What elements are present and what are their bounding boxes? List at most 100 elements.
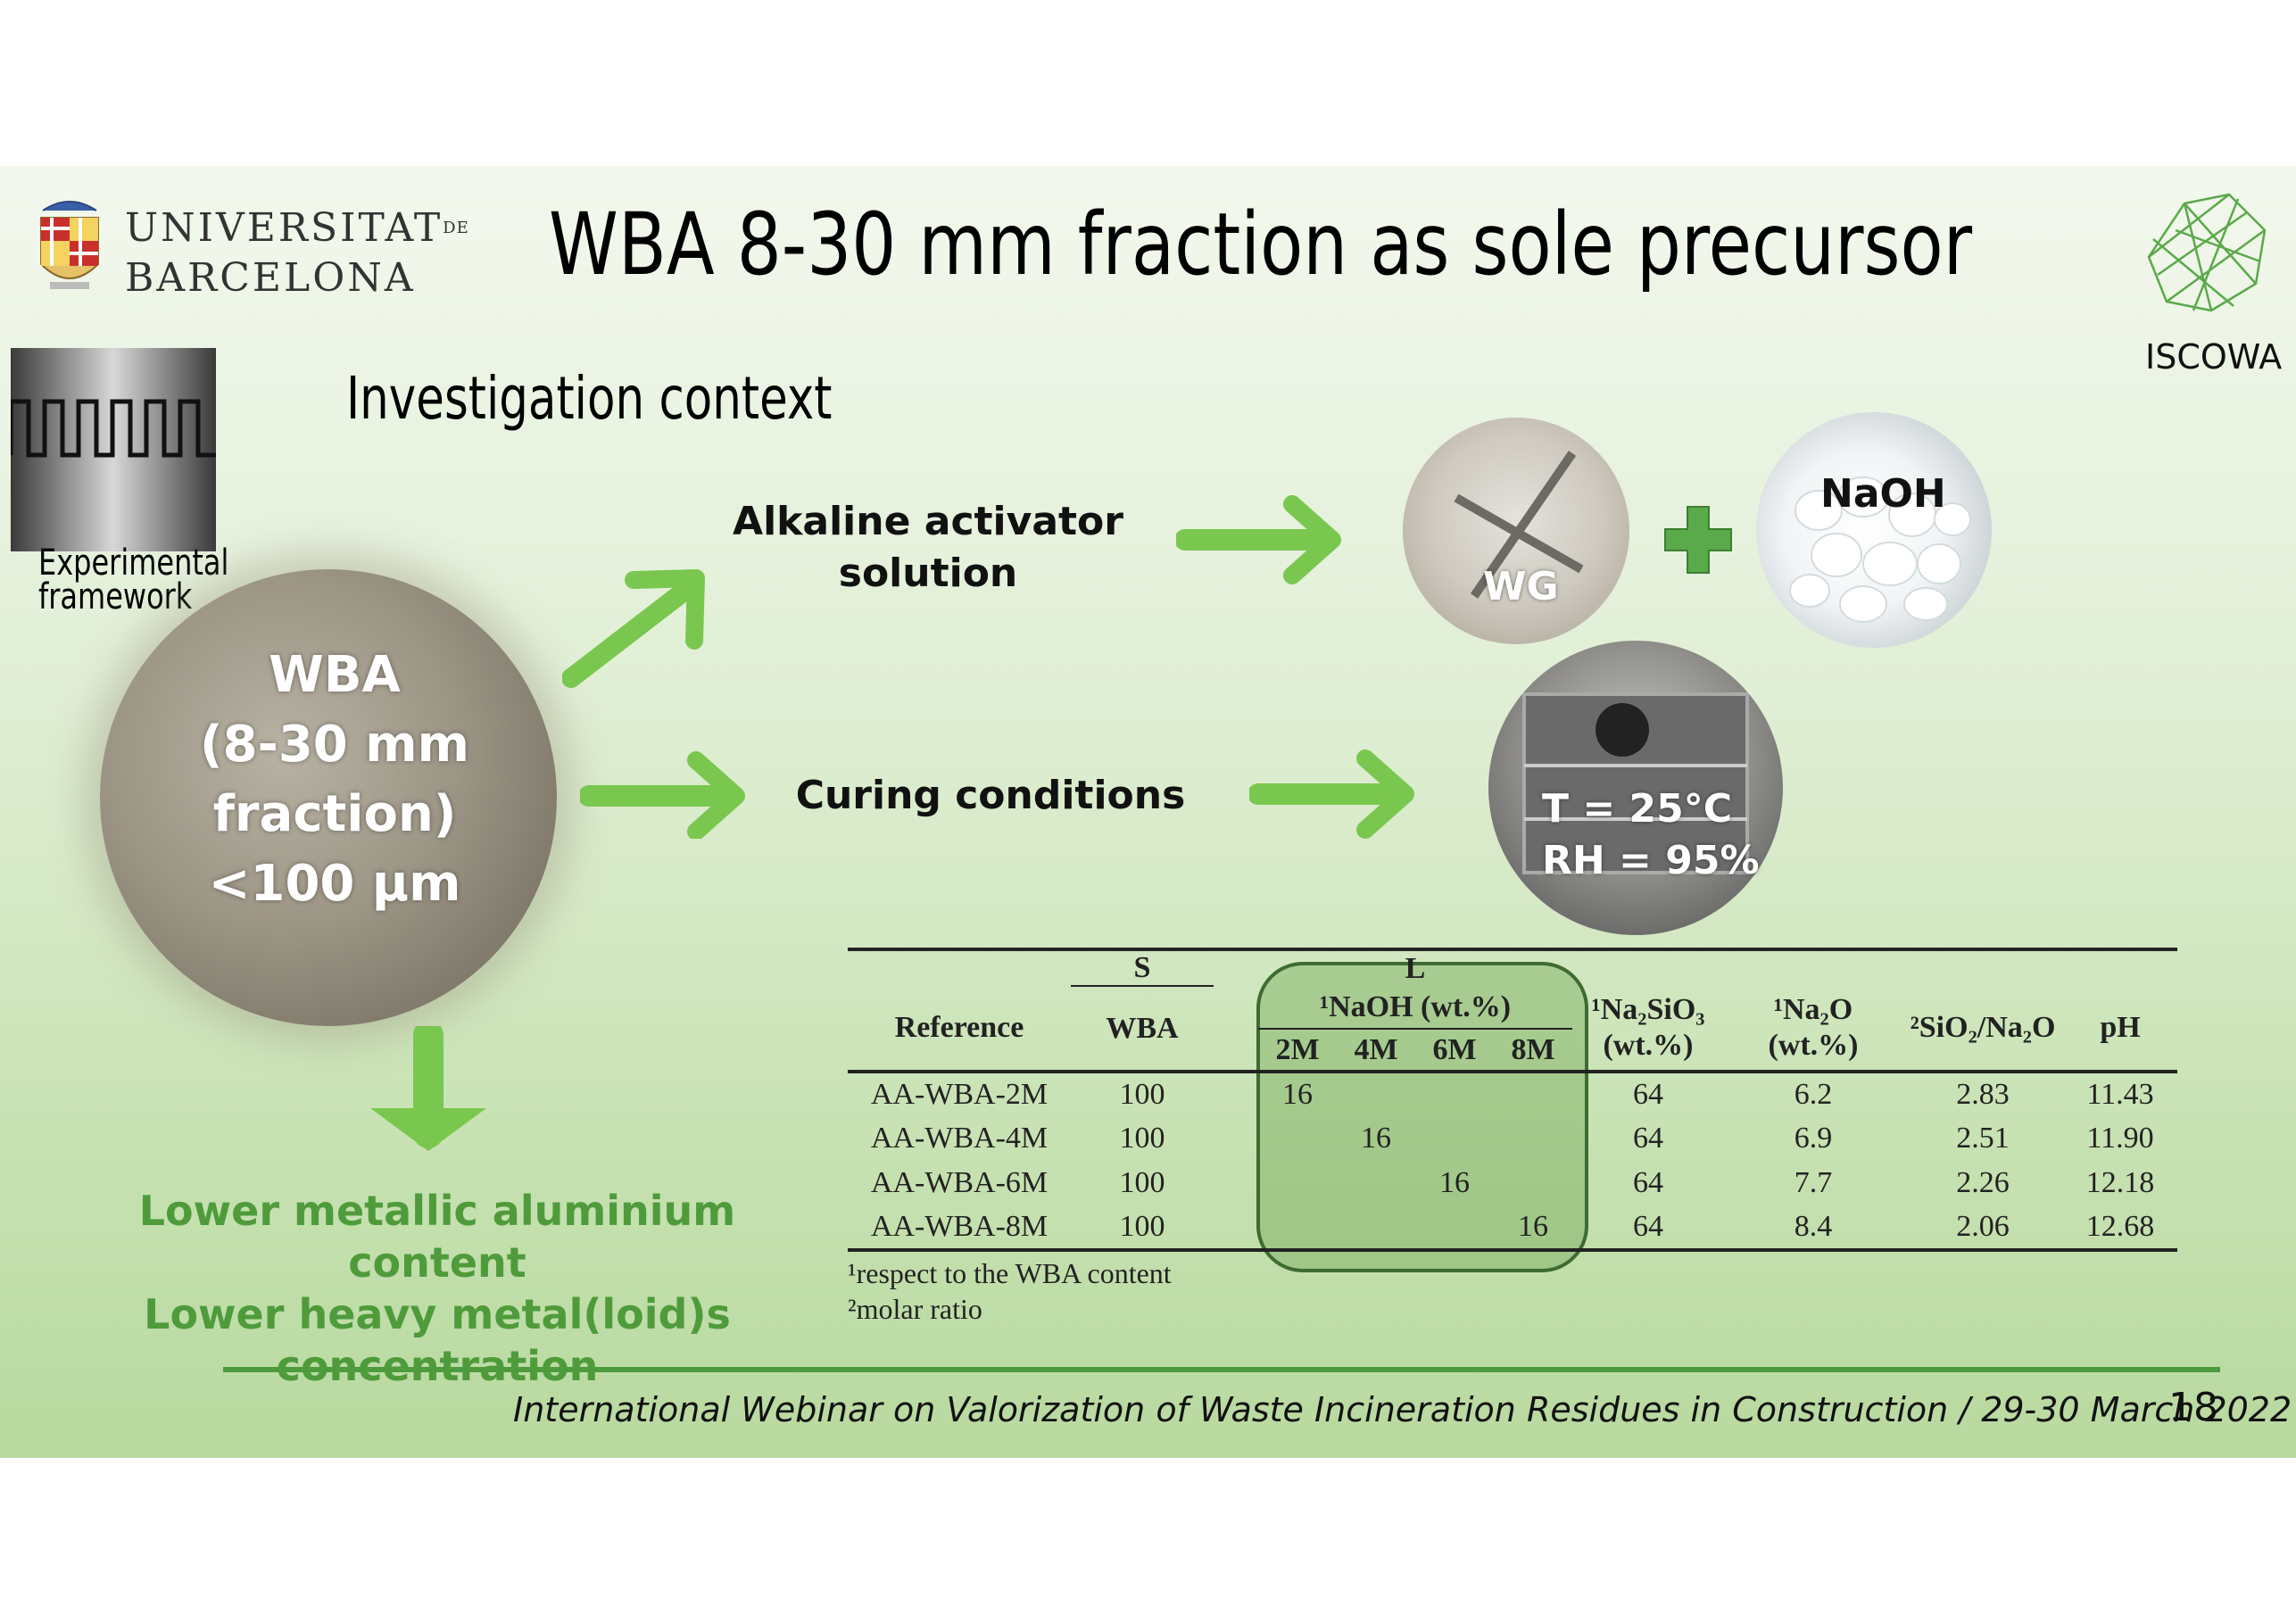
results-line1: Lower metallic aluminium content (138, 1187, 736, 1287)
experimental-line1: Experimental (38, 542, 229, 584)
cell-naoh-2m: 16 (1282, 1078, 1313, 1111)
arrow-diagonal-icon (562, 569, 705, 688)
cell-naoh-4m (1337, 1161, 1415, 1205)
cell-naoh-8m: 16 (1518, 1210, 1548, 1243)
alkaline-activator-label: Alkaline activator solution (705, 496, 1151, 600)
table-header-blank (848, 949, 1071, 986)
table-header-ph: pH (2100, 1011, 2141, 1044)
university-line1: UNIVERSITAT (125, 205, 443, 251)
oven-line2: RH = 95% (1542, 838, 1760, 883)
cell-naoh-8m (1494, 1161, 1572, 1205)
results-text: Lower metallic aluminium content Lower h… (71, 1185, 803, 1392)
naoh-pellets-image (1756, 412, 1992, 648)
table-header-na2o-line1: ¹Na₂O (1773, 993, 1853, 1026)
mix-design-table: S L Reference WBA ¹NaOH (wt.%) ¹Na₂SiO₃ … (848, 948, 2177, 1327)
table-header-s: S (1071, 949, 1214, 987)
curing-oven-image (1488, 641, 1783, 935)
cell-na2sio3: 64 (1633, 1210, 1663, 1243)
university-de: DE (443, 219, 469, 237)
cell-naoh-6m (1415, 1205, 1494, 1250)
table-header-2m: 2M (1275, 1032, 1320, 1066)
cell-na2o: 6.9 (1794, 1122, 1833, 1155)
cell-wba: 100 (1119, 1166, 1165, 1199)
cell-naoh-4m: 16 (1361, 1122, 1391, 1155)
plus-icon (1664, 506, 1732, 574)
table-header-naoh: ¹NaOH (wt.%) (1258, 986, 1572, 1030)
cell-naoh-6m: 16 (1439, 1166, 1470, 1199)
table-header-na2o-line2: (wt.%) (1768, 1029, 1859, 1062)
section-subtitle: Investigation context (346, 364, 833, 433)
table-header-na2sio3-line1: ¹Na₂SiO₃ (1591, 993, 1705, 1026)
table-row: AA-WBA-8M 100 16 64 8.4 2.06 12.68 (848, 1205, 2177, 1250)
cell-reference: AA-WBA-8M (870, 1210, 1049, 1243)
naoh-label: NaOH (1820, 471, 1946, 517)
arrow-down-icon (370, 1026, 486, 1151)
university-crest-icon (40, 201, 99, 289)
table-row: AA-WBA-4M 100 16 64 6.9 2.51 11.90 (848, 1116, 2177, 1161)
cell-naoh-2m (1258, 1116, 1337, 1161)
cell-ratio: 2.51 (1956, 1122, 2010, 1155)
table-header-na2o: ¹Na₂O (wt.%) (1724, 986, 1902, 1072)
cell-wba: 100 (1119, 1122, 1165, 1155)
cell-na2o: 8.4 (1794, 1210, 1833, 1243)
cell-ph: 11.43 (2086, 1078, 2154, 1111)
cell-naoh-2m (1258, 1161, 1337, 1205)
table-header-na2sio3-line2: (wt.%) (1603, 1029, 1694, 1062)
cell-reference: AA-WBA-4M (870, 1122, 1049, 1155)
wba-label: WBA (8-30 mm fraction) <100 μm (143, 641, 526, 919)
composition-table: S L Reference WBA ¹NaOH (wt.%) ¹Na₂SiO₃ … (848, 948, 2177, 1252)
footnote-2: ²molar ratio (848, 1293, 982, 1325)
table-header-8m: 8M (1511, 1032, 1555, 1066)
university-line2: BARCELONA (125, 255, 416, 301)
cell-na2o: 6.2 (1794, 1078, 1833, 1111)
cell-naoh-6m (1415, 1072, 1494, 1116)
footer-divider (223, 1367, 2220, 1372)
cell-naoh-2m (1258, 1205, 1337, 1250)
experimental-line2: framework (38, 576, 193, 617)
cell-naoh-8m (1494, 1072, 1572, 1116)
cell-naoh-4m (1337, 1205, 1415, 1250)
wba-sample-image (100, 569, 557, 1026)
iscowa-logo-icon (2147, 193, 2267, 312)
cell-reference: AA-WBA-6M (870, 1166, 1049, 1199)
cell-na2sio3: 64 (1633, 1166, 1663, 1199)
cell-naoh-6m (1415, 1116, 1494, 1161)
experimental-framework-image (11, 348, 216, 551)
cell-ratio: 2.06 (1956, 1210, 2010, 1243)
table-header-6m: 6M (1432, 1032, 1477, 1066)
alkaline-line1: Alkaline activator (733, 499, 1123, 544)
cell-ph: 12.68 (2085, 1210, 2155, 1243)
table-header-na2sio3: ¹Na₂SiO₃ (wt.%) (1572, 986, 1724, 1072)
cell-wba: 100 (1119, 1078, 1165, 1111)
cell-ratio: 2.83 (1956, 1078, 2010, 1111)
cell-na2sio3: 64 (1633, 1122, 1663, 1155)
experimental-framework-label: Experimental framework (38, 542, 229, 617)
table-row: AA-WBA-2M 100 16 64 6.2 2.83 11.43 (848, 1072, 2177, 1116)
results-line3: concentration (276, 1342, 599, 1390)
wba-line1: WBA (269, 646, 401, 704)
table-header-reference: Reference (894, 1011, 1024, 1044)
table-header-l: L (1405, 951, 1426, 985)
page-number: 18 (2168, 1385, 2218, 1430)
oven-conditions-label: T = 25°C RH = 95% (1542, 783, 1760, 887)
cell-naoh-4m (1337, 1072, 1415, 1116)
footnote-1: ¹respect to the WBA content (848, 1257, 1172, 1289)
table-footnotes: ¹respect to the WBA content ²molar ratio (848, 1255, 2177, 1327)
table-header-ratio: ²SiO₂/Na₂O (1910, 1011, 2056, 1044)
wba-line4: <100 μm (208, 855, 461, 913)
footer-text: International Webinar on Valorization of… (513, 1390, 2292, 1429)
wba-line3: fraction) (212, 785, 457, 843)
results-line2: Lower heavy metal(loid)s (144, 1290, 731, 1338)
cell-na2o: 7.7 (1794, 1166, 1833, 1199)
arrow-right-oven-icon (1249, 749, 1414, 839)
cell-reference: AA-WBA-2M (870, 1078, 1049, 1111)
table-header-wba: WBA (1106, 1011, 1179, 1045)
cell-na2sio3: 64 (1633, 1078, 1663, 1111)
cell-wba: 100 (1119, 1210, 1165, 1243)
cell-ratio: 2.26 (1956, 1166, 2010, 1199)
wg-label: WG (1483, 564, 1559, 609)
curing-conditions-label: Curing conditions (795, 773, 1186, 818)
table-row: AA-WBA-6M 100 16 64 7.7 2.26 12.18 (848, 1161, 2177, 1205)
cell-ph: 12.18 (2085, 1166, 2155, 1199)
arrow-right-alkaline-icon (1176, 495, 1341, 584)
